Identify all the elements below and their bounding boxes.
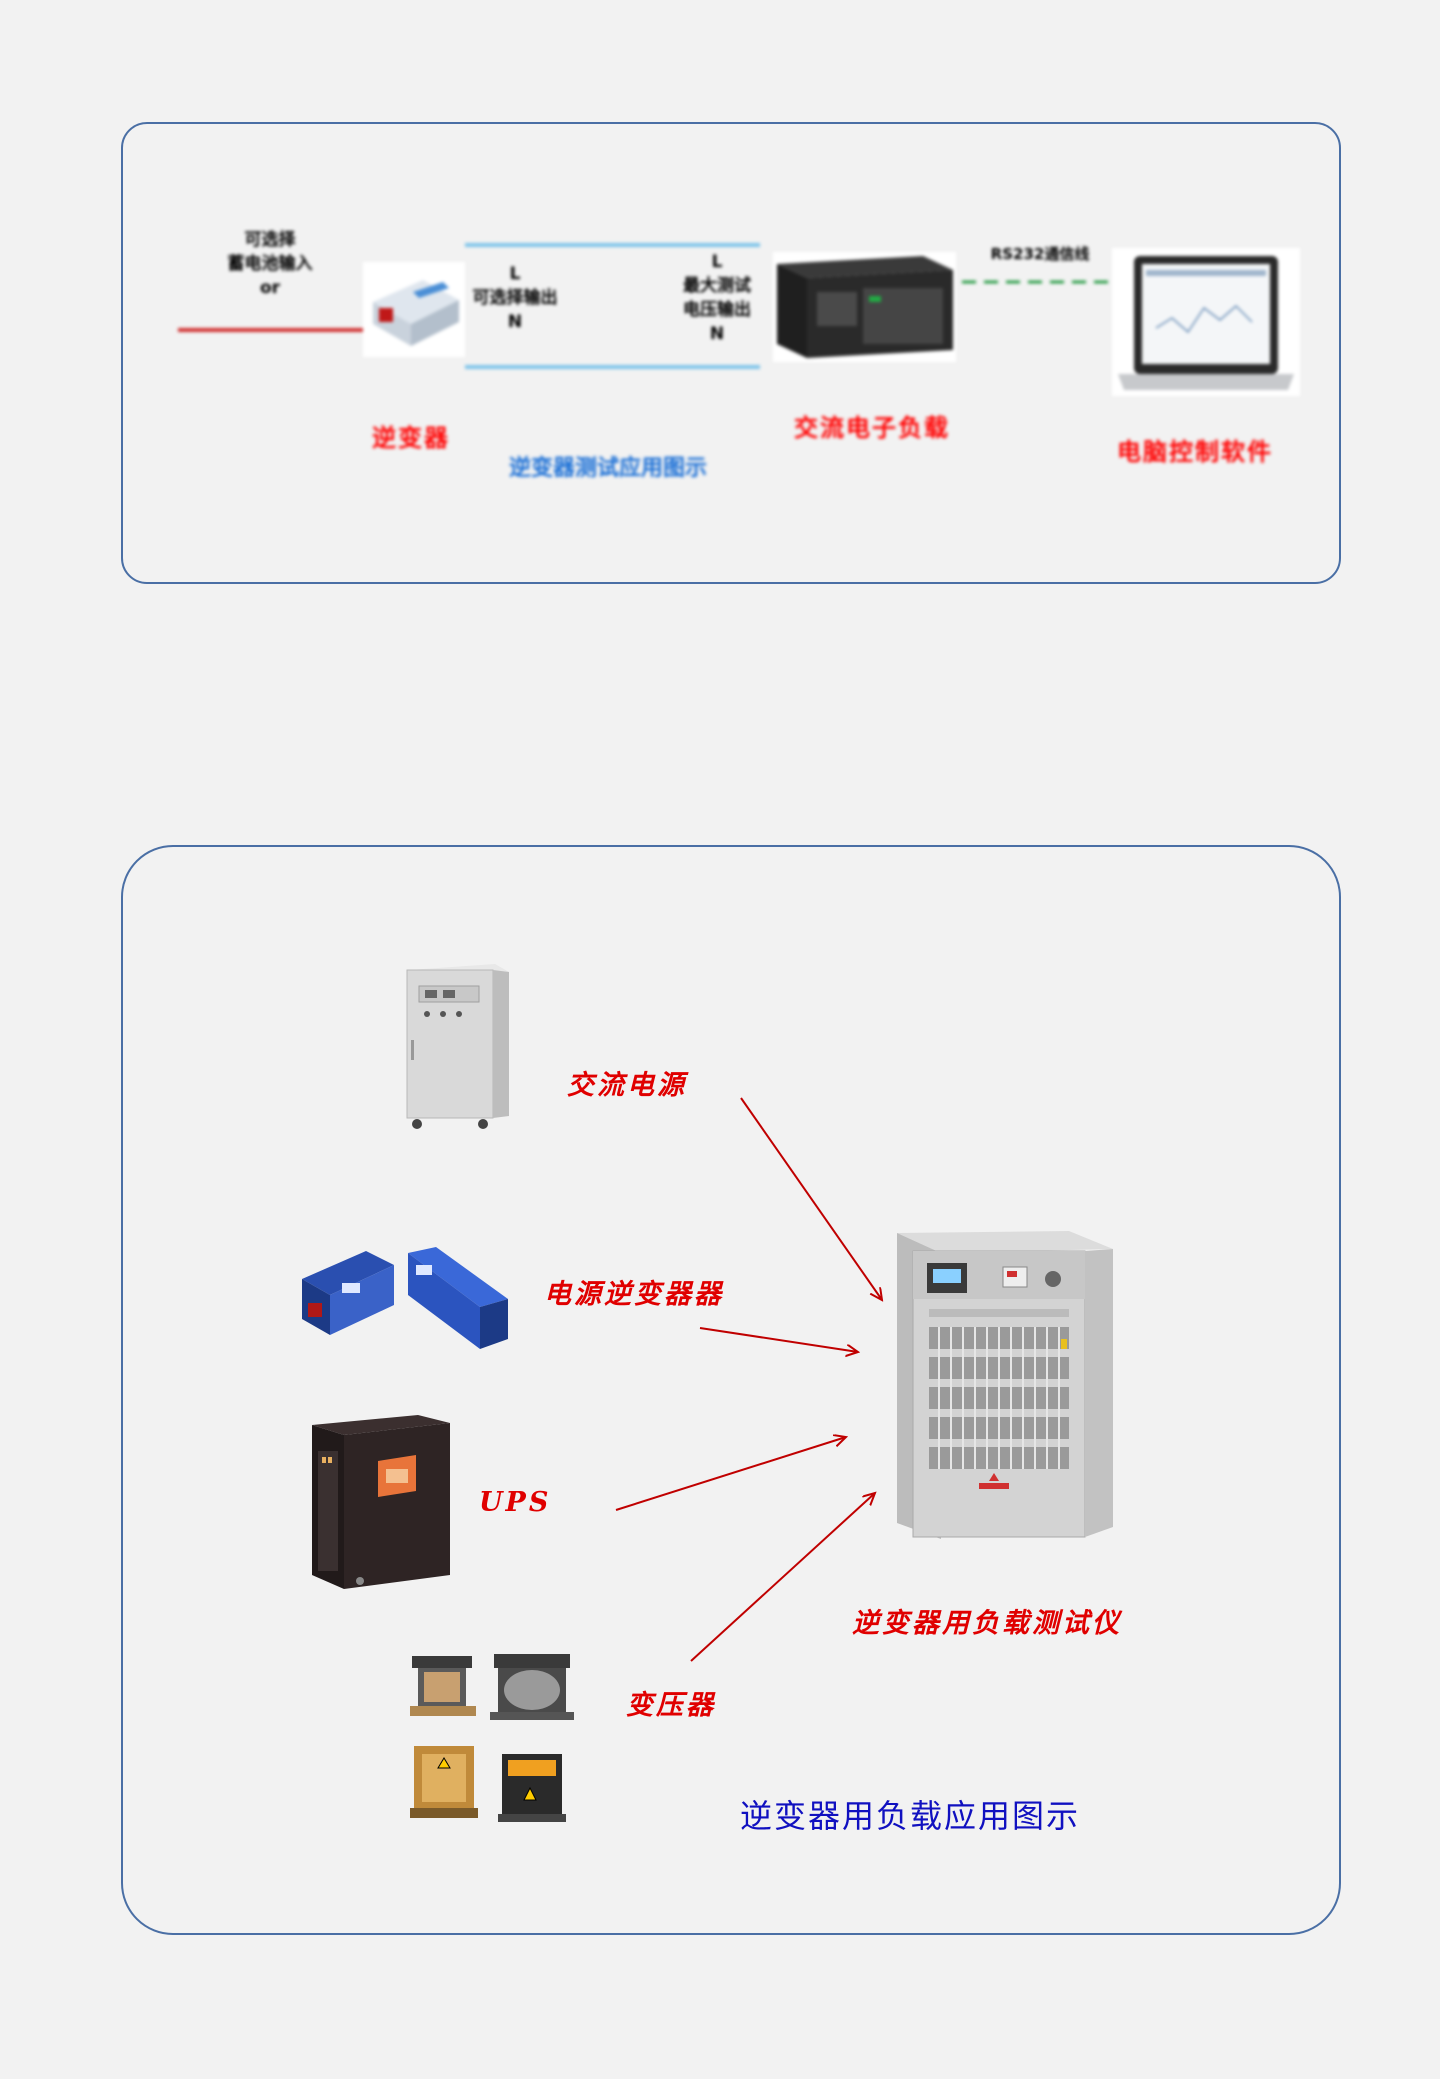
transformer-device [404,1650,582,1828]
connection-lines [178,243,1112,369]
computer-label: 电脑控制软件 [1117,438,1273,466]
transformer-label: 变压器 [626,1690,716,1721]
power-inverter-label: 电源逆变器器 [544,1279,724,1310]
output-label-line-1: L [509,264,521,284]
output-label: L 可选择输出 N [455,262,575,334]
inverter-test-caption: 逆变器测试应用图示 [509,456,708,481]
input-label-line-2: 蓄电池输入 [227,254,313,274]
output-label-line-3: N [507,312,523,332]
laptop-icon [1112,248,1300,396]
load-label-line-1: L [711,252,723,272]
arrow-ups [615,1437,846,1511]
arrow-ac-power [740,1097,882,1300]
arrow-transformer [690,1493,875,1662]
inverter-device [363,262,465,357]
inverter-icon [363,262,465,357]
input-label-line-3: or [259,278,281,298]
ac-power-cabinet-icon [406,964,509,1129]
ups-device [308,1411,453,1591]
load-label-line-3: 电压输出 [683,300,751,320]
inverter-load-diagram-panel [121,845,1341,1935]
ups-icon [312,1415,450,1589]
input-label-line-1: 可选择 [244,230,296,250]
computer-device [1112,248,1300,396]
electronic-load-device [773,252,956,362]
input-label: 可选择 蓄电池输入 or [205,228,335,300]
power-inverter-device [296,1243,510,1355]
transformer-icon [410,1654,574,1822]
load-label: L 最大测试 电压输出 N [662,250,772,346]
load-tester-label: 逆变器用负载测试仪 [852,1608,1122,1639]
power-inverter-icon [302,1247,508,1349]
load-tester-cabinet-icon [897,1231,1113,1539]
load-label-line-4: N [709,324,725,344]
inverter-load-caption: 逆变器用负载应用图示 [740,1797,1081,1835]
ups-label: UPS [479,1487,552,1518]
inverter-load-tester-device [893,1227,1115,1539]
load-label-line-2: 最大测试 [683,276,751,296]
inverter-label: 逆变器 [372,424,450,452]
ac-power-source-device [403,958,511,1131]
output-label-line-2: 可选择输出 [472,288,558,308]
arrow-power-inverter [699,1327,858,1352]
ac-power-source-label: 交流电源 [567,1070,687,1101]
electronic-load-label: 交流电子负载 [794,414,950,442]
comm-label: RS232通信线 [990,245,1090,263]
electronic-load-icon [773,252,956,362]
